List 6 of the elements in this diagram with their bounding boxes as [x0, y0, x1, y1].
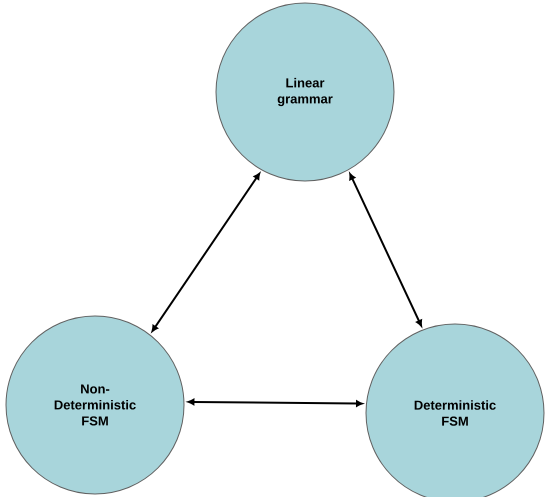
circle-node: Non-Deterministic FSM — [6, 315, 184, 494]
arrow — [152, 172, 260, 332]
circle-node: Linear grammar — [216, 2, 394, 182]
circle-node: Deterministic FSM — [366, 324, 544, 497]
arrow — [349, 173, 422, 327]
arrow — [188, 398, 363, 407]
